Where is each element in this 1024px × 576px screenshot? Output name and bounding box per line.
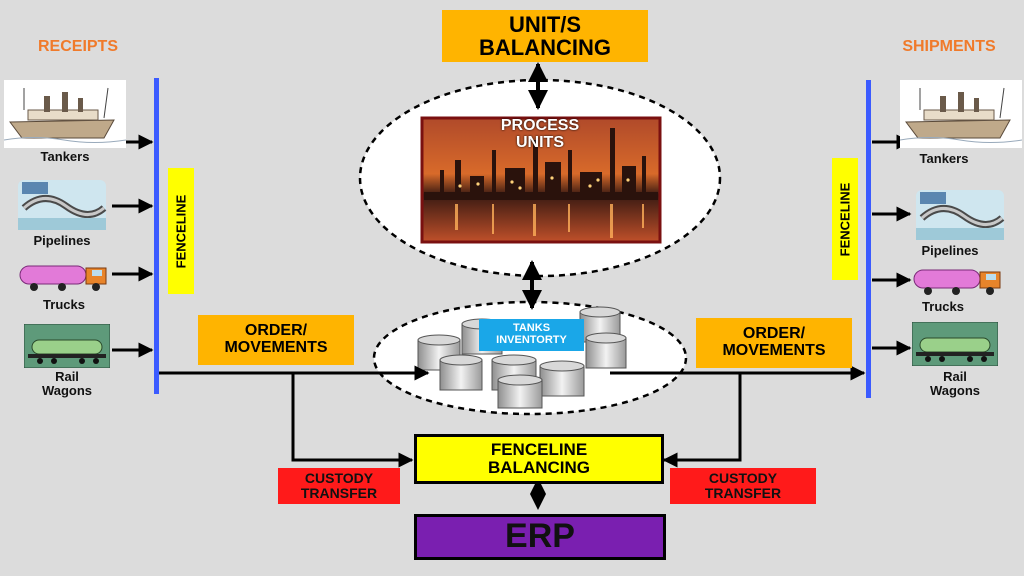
right-custody-flow	[662, 373, 742, 468]
erp-text: ERP	[505, 517, 575, 556]
fenceline-balancing-line1: FENCELINE	[490, 440, 588, 460]
tanks-inventory-line1: TANKS	[512, 322, 551, 335]
shipment-tankers-label: Tankers	[919, 151, 969, 166]
receipt-trucks: Trucks	[18, 262, 110, 312]
shipment-rail-wagons: Rail Wagons	[912, 322, 998, 400]
receipt-trucks-label: Trucks	[43, 297, 85, 312]
shipments-fenceline-text: FENCELINE	[837, 182, 853, 256]
units-balancing-line2: BALANCING	[479, 35, 611, 60]
shipment-pipelines: Pipelines	[912, 188, 1008, 260]
receipts-order-movements-box: ORDER/ MOVEMENTS	[198, 315, 354, 365]
receipts-fenceline-text: FENCELINE	[173, 194, 189, 268]
pipeline-icon	[916, 190, 1005, 240]
shipments-order-line1: ORDER/	[742, 325, 806, 343]
shipment-rail-line1: Rail	[943, 369, 967, 384]
ship-icon	[4, 80, 126, 148]
receipts-fence-bar	[154, 78, 159, 394]
receipt-rail-line2: Wagons	[41, 382, 93, 398]
shipment-trucks-label: Trucks	[922, 299, 964, 314]
shipment-tankers: Tankers	[900, 80, 1022, 168]
units-balancing-box: UNIT/S BALANCING	[442, 10, 648, 62]
left-custody-line1: CUSTODY	[304, 470, 374, 487]
left-custody-line2: TRANSFER	[300, 485, 378, 501]
rail-wagon-icon	[912, 322, 998, 366]
units-balancing-line1: UNIT/S	[508, 11, 582, 37]
tanks-inventory-label: TANKS INVENTORTY	[479, 319, 584, 351]
rail-wagon-icon	[24, 324, 110, 368]
receipt-rail-line1: Rail	[55, 369, 79, 384]
process-units-line2: UNITS	[516, 133, 564, 151]
truck-icon	[913, 269, 1001, 295]
shipments-title: SHIPMENTS	[902, 38, 996, 55]
shipment-trucks: Trucks	[912, 266, 1006, 316]
tanks-inventory-line2: INVENTORTY	[496, 334, 567, 346]
process-units-label: PROCESS UNITS	[460, 117, 620, 152]
process-units-line1: PROCESS	[500, 117, 580, 134]
pipeline-icon	[18, 180, 107, 230]
shipment-rail-wagons-label: Rail Wagons	[912, 370, 998, 397]
fenceline-balancing-box: FENCELINE BALANCING	[414, 434, 664, 484]
shipments-order-line2: MOVEMENTS	[722, 342, 826, 359]
receipts-title: RECEIPTS	[37, 38, 118, 55]
receipts-fenceline-label: FENCELINE	[168, 168, 194, 294]
erp-connector-diamond	[530, 478, 546, 510]
receipt-pipelines-label: Pipelines	[33, 233, 91, 248]
right-custody-line1: CUSTODY	[708, 470, 778, 487]
receipt-rail-wagons-label: Rail Wagons	[24, 370, 110, 397]
shipments-fenceline-label: FENCELINE	[832, 158, 858, 280]
shipments-order-movements-box: ORDER/ MOVEMENTS	[696, 318, 852, 368]
receipt-pipelines: Pipelines	[14, 178, 110, 248]
fenceline-balancing-line2: BALANCING	[488, 458, 590, 477]
right-custody-line2: TRANSFER	[704, 485, 782, 501]
shipment-rail-line2: Wagons	[929, 382, 981, 398]
receipt-tankers: Tankers	[4, 80, 126, 164]
receipt-tankers-label: Tankers	[40, 149, 90, 164]
refinery-image	[420, 116, 662, 244]
receipts-order-line1: ORDER/	[244, 322, 308, 340]
left-custody-transfer-box: CUSTODY TRANSFER	[278, 468, 400, 504]
shipments-fence-bar	[866, 80, 871, 398]
shipment-pipelines-label: Pipelines	[921, 243, 979, 258]
truck-icon	[19, 265, 107, 291]
receipt-rail-wagons: Rail Wagons	[24, 324, 110, 400]
ship-icon	[900, 80, 1022, 148]
receipts-order-line2: MOVEMENTS	[224, 339, 328, 356]
right-custody-transfer-box: CUSTODY TRANSFER	[670, 468, 816, 504]
erp-box: ERP	[414, 514, 666, 560]
left-custody-flow	[291, 373, 414, 468]
